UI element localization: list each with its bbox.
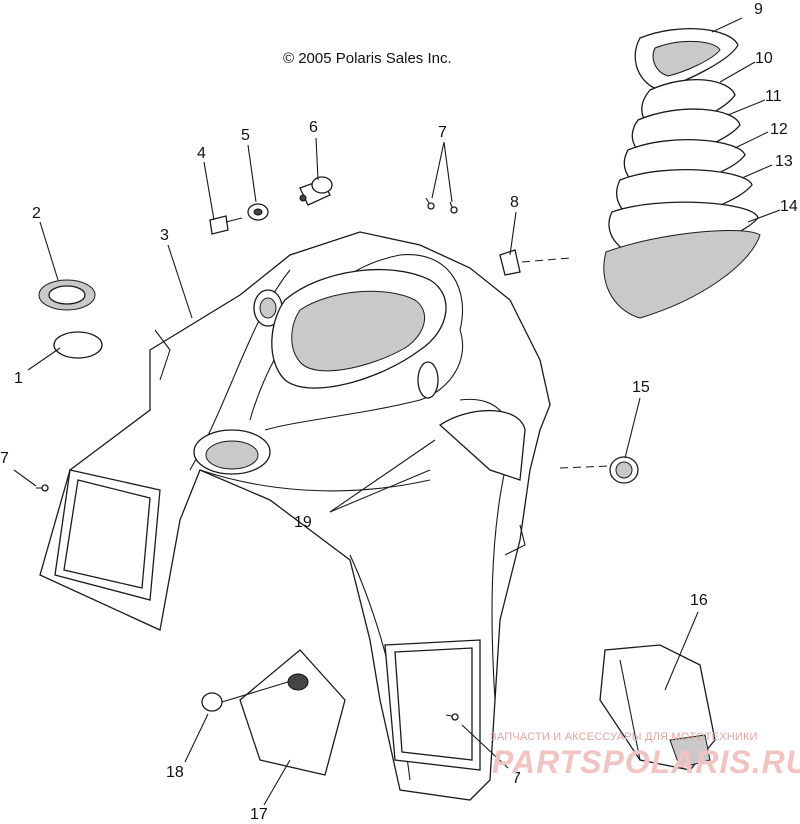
callout-6: 6 — [309, 119, 318, 136]
callout-5: 5 — [241, 127, 250, 144]
key — [209, 215, 243, 235]
screws — [36, 197, 459, 721]
callout-8: 8 — [510, 194, 519, 211]
side-vent-housing — [599, 644, 716, 771]
callout-2: 2 — [32, 205, 41, 222]
watermark-subtitle: ЗАПЧАСТИ И АКСЕССУАРЫ ДЛЯ МОТОТЕХНИКИ — [490, 731, 758, 743]
callout-12: 12 — [770, 121, 788, 138]
callout-18: 18 — [166, 764, 184, 781]
callout-14: 14 — [780, 198, 798, 215]
callout-17: 17 — [250, 806, 268, 823]
callout-7-left: 7 — [0, 450, 9, 467]
gauge-bezel-stack — [603, 28, 761, 319]
callout-19: 19 — [294, 514, 312, 531]
callout-15: 15 — [632, 379, 650, 396]
hood-panel — [39, 231, 551, 801]
nut — [247, 203, 269, 221]
callout-10: 10 — [755, 50, 773, 67]
callout-16: 16 — [690, 592, 708, 609]
access-panel — [239, 649, 346, 776]
grommet — [559, 456, 639, 484]
callout-11: 11 — [765, 88, 782, 105]
callout-13: 13 — [775, 153, 793, 170]
plug — [201, 681, 289, 712]
callout-7-top: 7 — [438, 124, 447, 141]
callout-1: 1 — [14, 370, 23, 387]
o-ring — [53, 331, 103, 359]
callout-9: 9 — [754, 1, 763, 18]
gasket — [38, 279, 96, 311]
ignition-switch — [299, 176, 333, 206]
callout-7-bottom: 7 — [512, 770, 521, 787]
leader-lines — [13, 17, 781, 806]
callout-3: 3 — [160, 227, 169, 244]
callout-4: 4 — [197, 145, 206, 162]
copyright-notice: © 2005 Polaris Sales Inc. — [283, 50, 452, 67]
watermark-site: PARTSPOLARIS.RU — [492, 744, 800, 780]
